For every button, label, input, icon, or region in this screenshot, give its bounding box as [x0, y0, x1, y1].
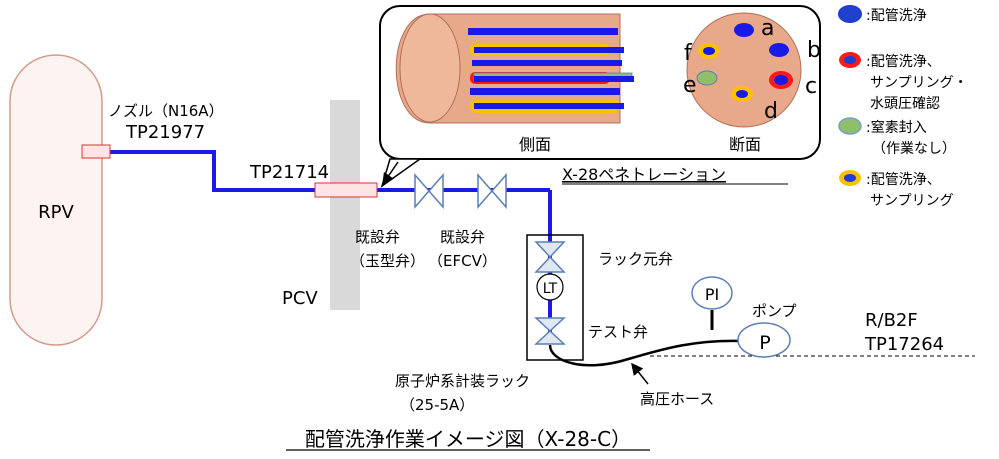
- section-letter-f: f: [684, 41, 693, 66]
- nozzle-box: [81, 144, 111, 159]
- legend-wash-sample-text-2: サンプリング: [870, 193, 954, 209]
- legend-swatch-wash-sample-head-core: [844, 56, 856, 64]
- hose-label: 高圧ホース: [640, 390, 714, 408]
- legend-swatch-nitrogen: [838, 117, 862, 135]
- floor-tp: TP17264: [864, 334, 944, 355]
- valve-efcv-label-1: 既設弁: [440, 228, 485, 246]
- floor-label: R/B2F: [865, 310, 918, 331]
- rpv-vessel: [9, 54, 103, 346]
- cross-section: [686, 12, 802, 128]
- legend-nitrogen-text-2: （作業なし）: [872, 141, 956, 157]
- pump-label: ポンプ: [752, 302, 797, 320]
- cross-section-label: 断面: [729, 135, 761, 154]
- section-letter-d: d: [764, 99, 778, 124]
- rack-test-valve-label: テスト弁: [588, 323, 648, 341]
- pump: [737, 322, 791, 358]
- valve-efcv: [477, 173, 507, 209]
- legend-swatch-wash-sample-core: [844, 174, 856, 182]
- section-letter-b: b: [807, 38, 821, 63]
- valve-globe: [414, 173, 444, 209]
- section-letter-c: c: [805, 74, 817, 99]
- instrument-rack: [526, 234, 584, 361]
- callout-arrow: [382, 161, 399, 186]
- pcv-wall: [330, 100, 360, 310]
- level-transmitter: [536, 273, 564, 301]
- legend-wash-text: :配管洗浄: [866, 8, 927, 24]
- rack-test-valve: [534, 317, 566, 345]
- pcv-label: PCV: [282, 288, 318, 309]
- valve-globe-label-2: （玉型弁）: [350, 252, 425, 270]
- rack-label-2: （25-5A）: [400, 396, 474, 414]
- high-pressure-hose: [548, 339, 741, 367]
- legend-wash-sample-head-text-1: :配管洗浄、: [866, 54, 941, 70]
- legend-wash-sample-head-text-2: サンプリング・: [870, 75, 968, 91]
- penetration-label: X-28ペネトレーション: [562, 165, 726, 184]
- pipe-main: [110, 150, 365, 192]
- rpv-label: RPV: [38, 202, 74, 223]
- pressure-indicator: [691, 276, 733, 310]
- rack-root-valve: [534, 241, 566, 273]
- lt-label: LT: [543, 281, 558, 297]
- nozzle-label: ノズル（N16A）: [108, 102, 224, 120]
- legend-wash-sample-text-1: :配管洗浄、: [866, 172, 941, 188]
- legend: :配管洗浄 :配管洗浄、 サンプリング・ 水頭圧確認 :窒素封入 （作業なし） …: [838, 5, 968, 209]
- side-view-label: 側面: [519, 135, 551, 154]
- pump-p-label: P: [759, 332, 770, 354]
- side-view: [395, 13, 634, 124]
- valve-globe-label-1: 既設弁: [355, 228, 400, 246]
- rack-root-valve-label: ラック元弁: [598, 250, 673, 268]
- hose-arrow: [631, 362, 649, 385]
- pi-label: PI: [705, 285, 719, 304]
- valve-efcv-label-2: （EFCV）: [428, 252, 497, 270]
- penetration-box: [314, 182, 378, 198]
- legend-wash-sample-head-text-3: 水頭圧確認: [870, 96, 940, 112]
- diagram-title: 配管洗浄作業イメージ図（X-28-C）: [305, 427, 631, 451]
- section-letter-e: e: [683, 73, 697, 98]
- legend-swatch-wash: [838, 5, 862, 23]
- nozzle-tp: TP21977: [125, 122, 205, 143]
- rack-label-1: 原子炉系計装ラック: [395, 372, 530, 390]
- penetration-tp: TP21714: [249, 162, 329, 183]
- section-letter-a: a: [761, 16, 774, 41]
- legend-nitrogen-text-1: :窒素封入: [866, 119, 927, 136]
